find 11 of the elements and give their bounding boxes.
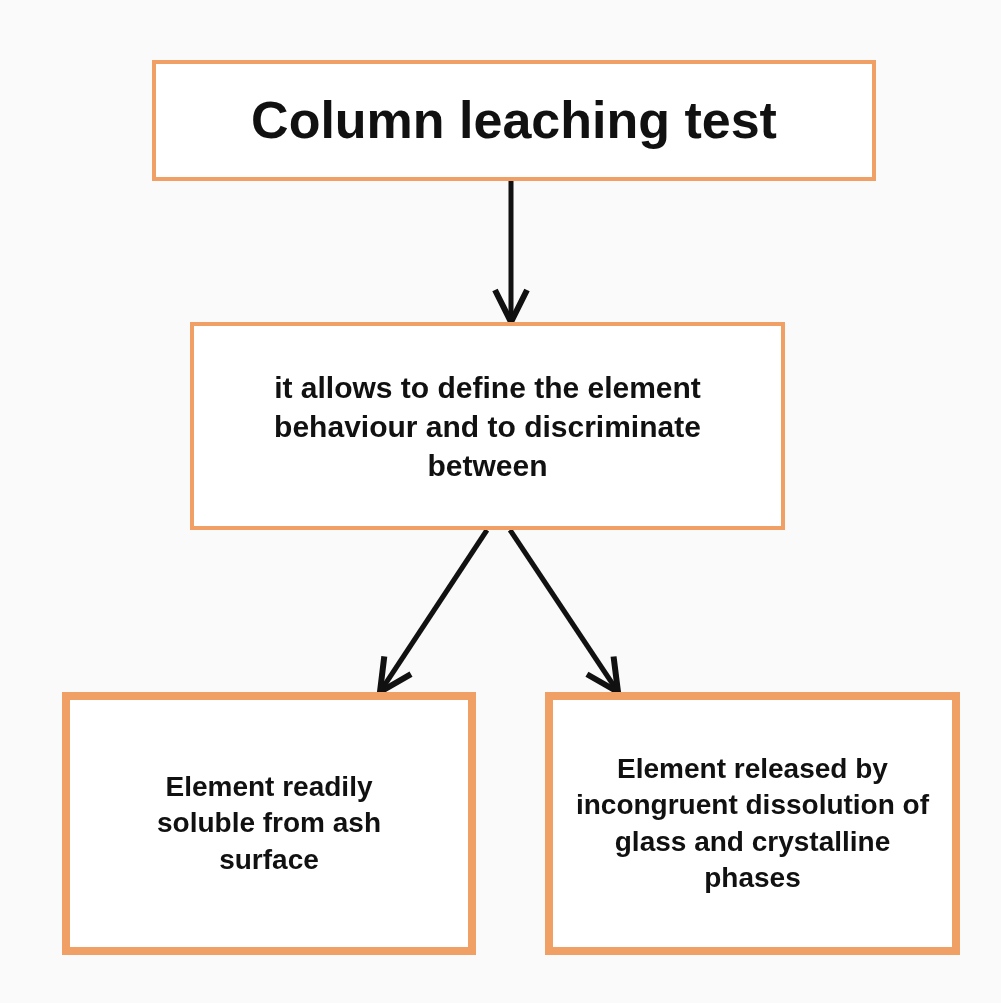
process-box (152, 60, 876, 181)
arrow (507, 528, 621, 695)
box-text: Column leaching test (251, 89, 777, 151)
arrow (492, 181, 530, 325)
arrow (377, 528, 490, 695)
process-box (190, 322, 785, 530)
process-box (62, 692, 476, 955)
box-text: it allows to define the element behaviour and to discriminate between (273, 369, 702, 484)
box-text: Element readily soluble from ash surface (155, 769, 382, 877)
box-text: Element released by incongruent dissolution of glass and crystalline phases (574, 751, 931, 895)
process-box (545, 692, 960, 955)
